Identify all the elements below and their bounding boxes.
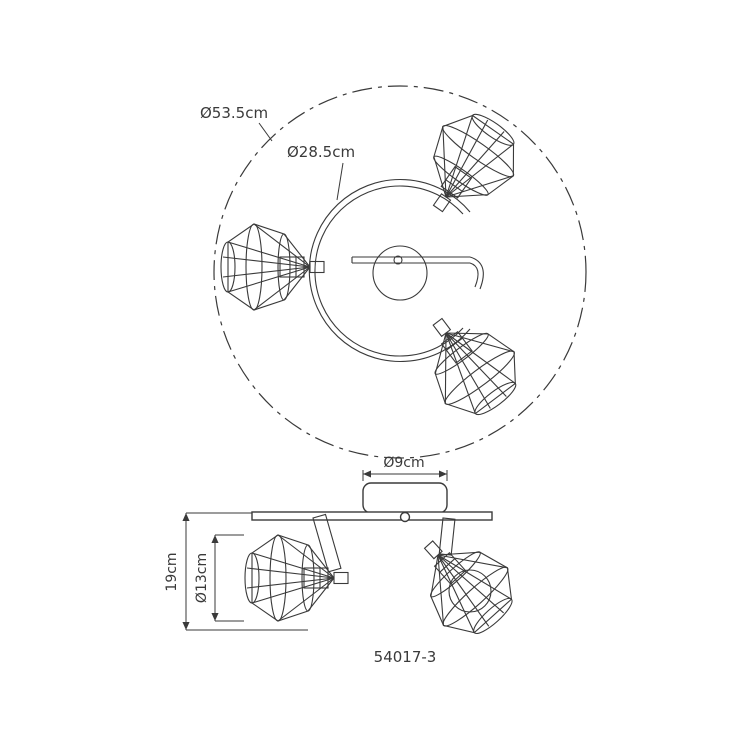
canopy-diameter-dimension: Ø9cm [362,455,448,481]
canopy-circle [372,245,428,301]
canopy-top-view [351,245,484,301]
left-spot-stem [312,513,342,573]
right-spot-stem [438,517,456,556]
outer-diameter-leader-line [258,122,273,142]
top-view-shade-lower-right [402,295,535,431]
mounting-track [251,511,493,521]
arm-ring-outer [308,178,471,363]
side-view-shade-right [396,515,531,651]
top-view-shade-left [220,223,325,311]
top-view: Ø53.5cm Ø28.5cm [200,85,587,459]
ceiling-canopy [362,482,448,514]
canopy-diameter-label: Ø9cm [383,455,424,471]
side-view: Ø9cm 19cm Ø13cm 54017-3 [164,455,531,666]
shade-diameter-label: Ø13cm [194,553,210,603]
canopy-nub [399,511,411,523]
inner-diameter-label: Ø28.5cm [287,143,355,161]
arm-ring-inner [314,185,464,357]
outer-diameter-label: Ø53.5cm [200,104,268,122]
side-view-shade-left [244,534,349,622]
height-dimension: 19cm [164,512,308,631]
canopy-hook-inner [469,262,479,288]
product-code: 54017-3 [374,648,437,666]
top-view-shade-upper-right [402,98,533,234]
right-spot-bulb [448,569,492,613]
canopy-hook-outer [469,256,484,290]
shade-diameter-dimension: Ø13cm [194,534,244,622]
height-label: 19cm [164,552,180,591]
canopy-screw [393,255,403,265]
outer-diameter-circle [213,85,587,459]
inner-diameter-leader-line [336,162,344,201]
